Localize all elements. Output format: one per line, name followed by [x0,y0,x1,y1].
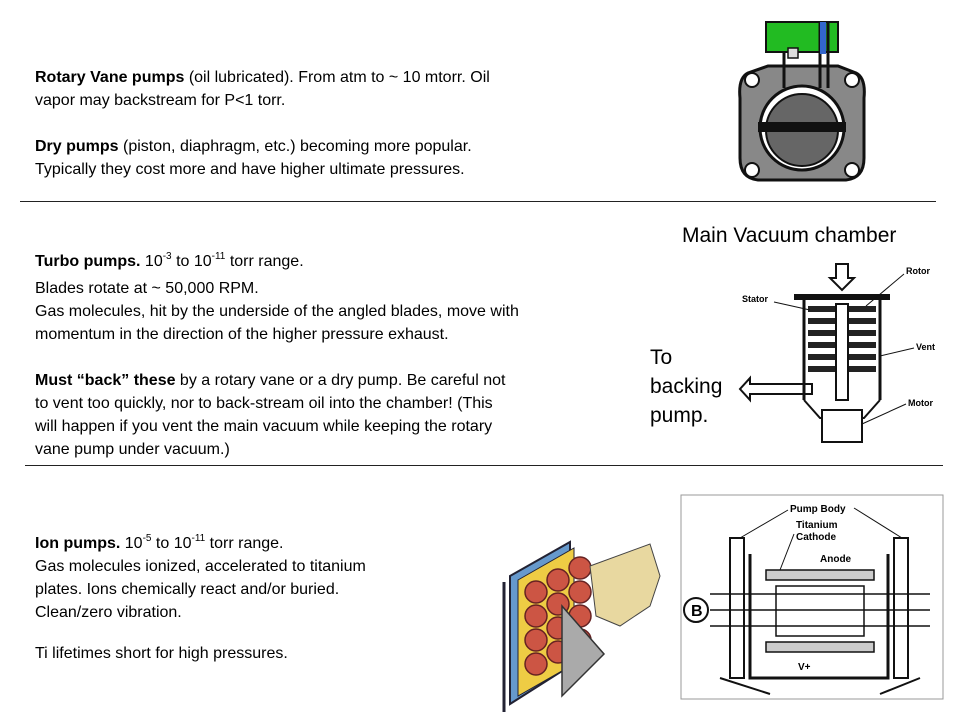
divider-2 [25,465,943,466]
exhaust-valve [787,47,799,59]
stator-label: Stator [742,294,769,304]
rotary-line1: Rotary Vane pumps (oil lubricated). From… [35,66,490,89]
turbo-line0: Turbo pumps. 10-3 to 10-11 torr range. [35,250,304,273]
magnet-right [893,537,909,679]
ion-pump-3d-figure [502,540,661,712]
magnet-left [729,537,745,679]
turbo-pump-figure: Rotor Stator Vent Motor [738,263,935,443]
cathode-fragment [589,543,661,627]
turbo-title: Turbo pumps. [35,253,141,270]
rotor-shaft [835,303,849,401]
backing-label-3: pump. [650,404,709,427]
pump-body-label: Pump Body [790,504,846,515]
turbo-range-post: torr range. [225,253,304,270]
ground-symbols [719,677,921,695]
backing-label-1: To [650,346,673,369]
turbo-line3: momentum in the direction of the higher … [35,326,449,343]
b-field-label: B [691,603,703,620]
pump-body [748,554,890,680]
vent-label: Vent [916,342,935,352]
ion-title: Ion pumps. [35,535,121,552]
ion-line2: plates. Ions chemically react and/or bur… [35,581,340,598]
ion-range-exp2: -11 [191,533,206,544]
turbo-range-pre: 10 [140,253,163,270]
bolt-hole-br [844,162,860,178]
cathode-bottom [765,641,875,653]
motor-label: Motor [908,398,933,408]
bolt-hole-tr [844,72,860,88]
turbo-line2: Gas molecules, hit by the underside of t… [35,303,519,320]
turbo-range-mid: to 10 [171,253,212,270]
anode-label: Anode [820,554,852,565]
turbo-line1: Blades rotate at ~ 50,000 RPM. [35,280,259,297]
vplus-label: V+ [798,662,811,673]
rotary-line1-text: (oil lubricated). From atm to ~ 10 mtorr… [184,69,490,86]
ion-line4: Ti lifetimes short for high pressures. [35,645,288,662]
cathode-top [765,569,875,581]
must-line1-text: by a rotary vane or a dry pump. Be caref… [175,372,506,389]
rotor-label: Rotor [906,266,930,276]
ion-line1: Gas molecules ionized, accelerated to ti… [35,558,366,575]
must-line1: Must “back” these by a rotary vane or a … [35,369,505,392]
vane [758,122,846,132]
turbo-range-exp1: -3 [162,251,172,262]
titanium-label: Titanium [796,520,838,531]
bolt-hole-tl [744,72,760,88]
ion-range-post: torr range. [205,535,284,552]
backing-label-2: backing [650,375,723,398]
ion-range-mid: to 10 [151,535,192,552]
rotary-title: Rotary Vane pumps [35,69,185,86]
bolt-hole-bl [744,162,760,178]
inlet-flange [794,294,890,300]
cathode-wedge [561,604,606,698]
must-line3: will happen if you vent the main vacuum … [35,418,493,435]
ion-pump-schematic: B Pump Body Titanium Cathode Anode V+ [680,494,944,700]
turbo-leader-lines [773,273,915,425]
cathode-label: Cathode [796,532,836,543]
divider-1 [20,201,936,202]
b-field-arrows [710,593,930,627]
ion-line0: Ion pumps. 10-5 to 10-11 torr range. [35,532,284,555]
turbo-body-walls [802,300,882,400]
dry-line1-text: (piston, diaphragm, etc.) becoming more … [118,138,472,155]
ion-range-pre: 10 [120,535,143,552]
turbo-range-exp2: -11 [211,251,226,262]
ion-line3: Clean/zero vibration. [35,604,182,621]
main-vacuum-chamber-label: Main Vacuum chamber [682,224,897,247]
backing-arrow-icon [738,375,813,403]
b-field-marker [683,597,709,623]
ion-leader-lines [739,507,903,571]
dry-line2: Typically they cost more and have higher… [35,161,465,178]
motor-housing [821,409,863,443]
rotary-line2: vapor may backstream for P<1 torr. [35,92,286,109]
ion-range-exp1: -5 [142,533,152,544]
dry-line1: Dry pumps (piston, diaphragm, etc.) beco… [35,135,472,158]
inlet-arrow-icon [827,263,857,292]
rotary-vane-pump-figure [738,21,866,182]
must-title: Must “back” these [35,372,176,389]
dry-title: Dry pumps [35,138,119,155]
must-line2: to vent too quickly, nor to back-stream … [35,395,493,412]
must-line4: vane pump under vacuum.) [35,441,230,458]
inlet-tube [820,22,826,54]
